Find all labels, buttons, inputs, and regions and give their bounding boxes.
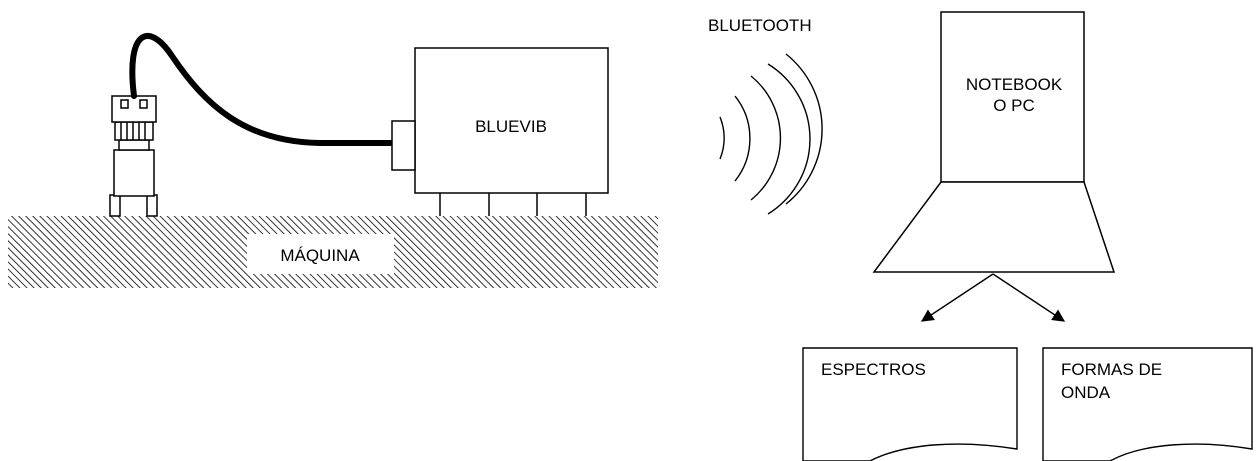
sensor-cable (129, 33, 395, 146)
notebook-label-line2: O PC (993, 96, 1035, 115)
notebook-screen (940, 11, 1085, 183)
output-arrows (920, 273, 1066, 322)
bluevib-device: BLUEVIB (391, 47, 609, 216)
bluevib-connector (391, 120, 416, 171)
document-spectra-label: ESPECTROS (821, 360, 926, 379)
document-spectra: ESPECTROS (802, 347, 1018, 461)
arrow-to-spectra (920, 273, 994, 322)
bluetooth-signal-icon (719, 53, 823, 215)
document-waveforms-label-line2: ONDA (1061, 383, 1111, 402)
machine-label: MÁQUINA (280, 246, 360, 265)
bluevib-box (414, 47, 609, 194)
machine-label-box (247, 234, 394, 274)
bluetooth-label: BLUETOOTH (708, 16, 812, 35)
notebook-label-line1: NOTEBOOK (966, 75, 1063, 94)
machine: MÁQUINA (8, 216, 658, 288)
document-waveforms: FORMAS DE ONDA (1042, 347, 1253, 461)
arrow-to-waveforms (992, 273, 1066, 322)
bluevib-label: BLUEVIB (475, 117, 547, 136)
document-waveforms-label-line1: FORMAS DE (1061, 360, 1162, 379)
notebook-pc: NOTEBOOK O PC (872, 11, 1116, 273)
notebook-keyboard (872, 181, 1116, 273)
accelerometer-sensor (109, 95, 158, 217)
